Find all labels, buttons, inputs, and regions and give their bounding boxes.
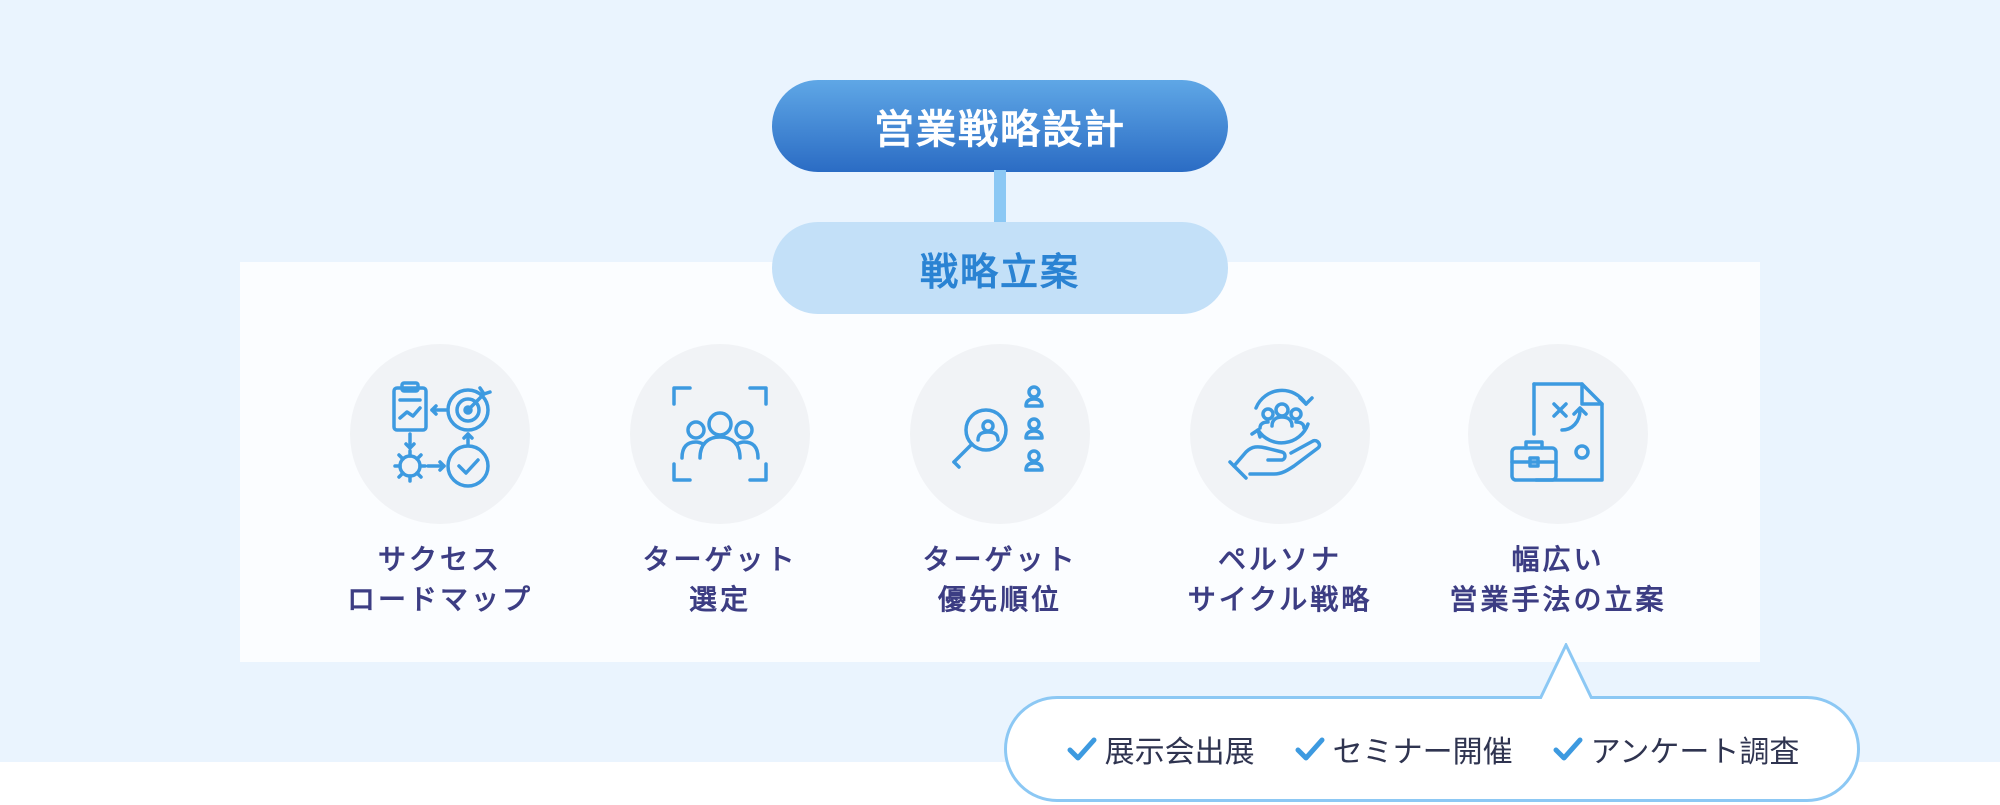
item-icon-circle [910,344,1090,524]
connector-line [994,170,1006,226]
item-sales-methods: 幅広い 営業手法の立案 [1428,344,1688,620]
tag-seminar: セミナー開催 [1293,727,1513,771]
tooltip-pointer [1538,643,1594,699]
item-target-priority: ターゲット 優先順位 [870,344,1130,620]
check-icon [1553,737,1583,761]
item-label: ペルソナ サイクル戦略 [1187,543,1373,616]
roadmap-icon [392,381,492,488]
subtitle: 戦略立案 [919,249,1080,294]
item-label: ターゲット 選定 [642,543,798,616]
item-label: ターゲット 優先順位 [922,543,1078,616]
item-label: 幅広い 営業手法の立案 [1449,543,1667,616]
item-icon-circle [1190,344,1370,524]
check-icon [1295,737,1325,761]
priority-search-icon [952,385,1044,472]
subtitle-pill: 戦略立案 [772,222,1228,314]
item-target-selection: ターゲット 選定 [590,344,850,620]
tag-exhibition: 展示会出展 [1065,727,1255,771]
tag-survey: アンケート調査 [1551,727,1799,771]
tooltip-bubble [1004,696,1860,802]
item-label: サクセス ロードマップ [346,543,533,616]
tooltip-tags: 展示会出展 セミナー開催 アンケート調査 [1004,696,1860,802]
item-icon-circle [350,344,530,524]
main-title-pill: 営業戦略設計 [772,80,1228,172]
item-icon-circle [630,344,810,524]
sales-plan-icon [1510,382,1604,482]
item-success-roadmap: サクセス ロードマップ [310,344,570,620]
target-group-icon [672,386,768,482]
main-title: 営業戦略設計 [874,107,1126,153]
persona-cycle-icon [1228,388,1322,480]
item-icon-circle [1468,344,1648,524]
check-icon [1067,737,1097,761]
item-persona-cycle: ペルソナ サイクル戦略 [1150,344,1410,620]
